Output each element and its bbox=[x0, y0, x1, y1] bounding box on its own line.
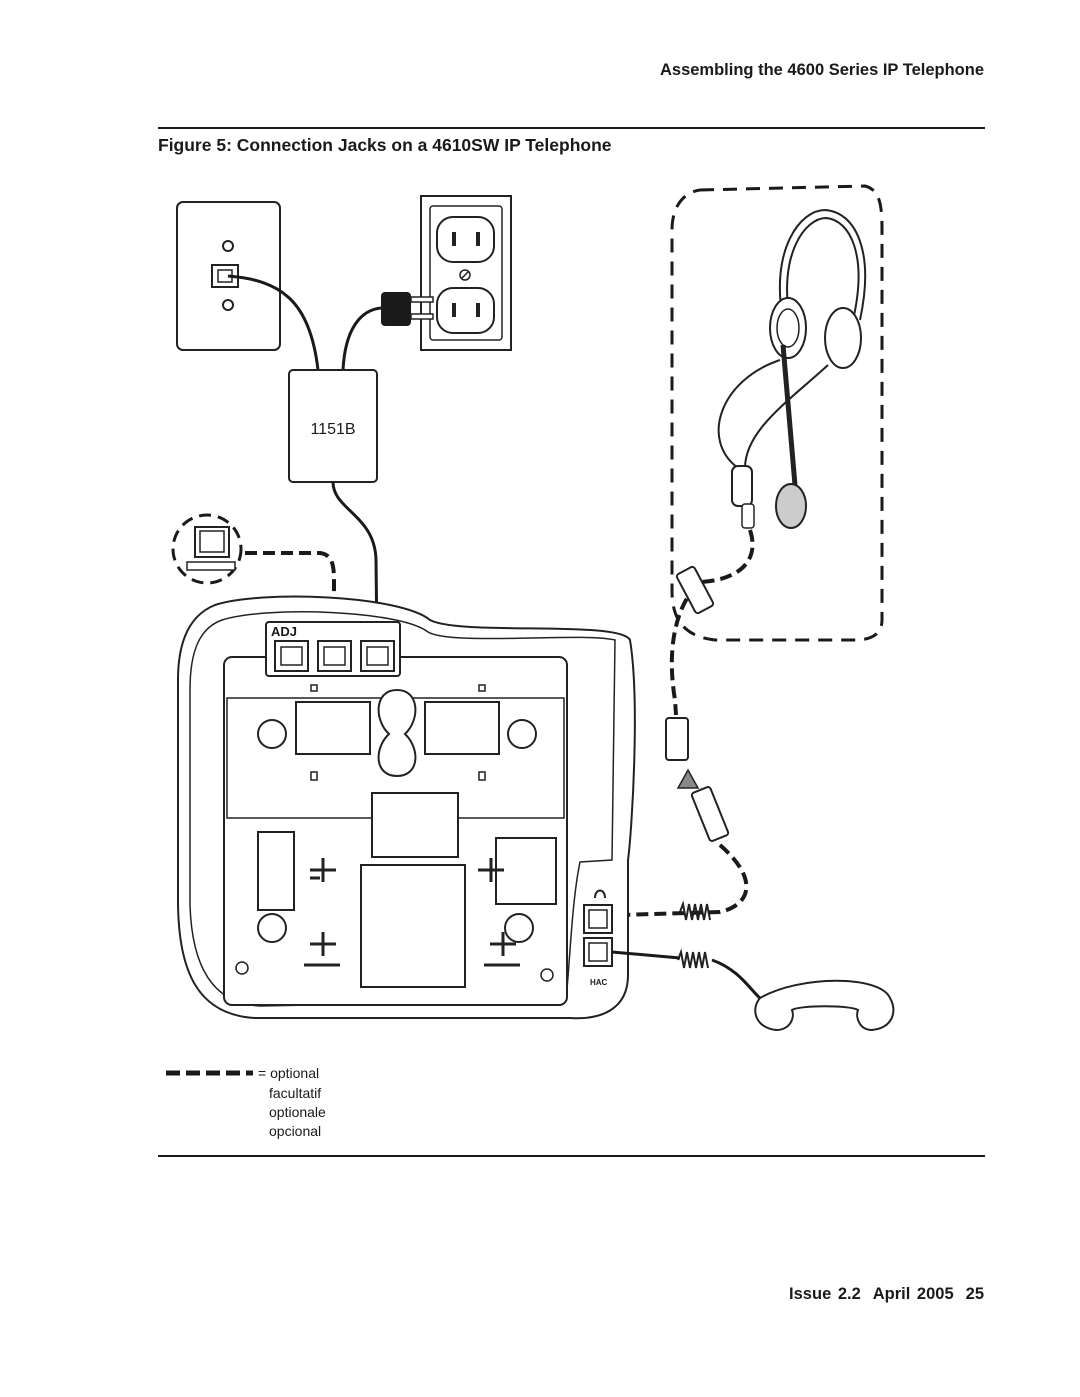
adapter-label: 1151B bbox=[310, 421, 355, 438]
figure-caption: Figure 5: Connection Jacks on a 4610SW I… bbox=[158, 135, 612, 155]
footer-date: April 2005 bbox=[872, 1285, 954, 1303]
power-cable bbox=[341, 306, 382, 371]
power-plug bbox=[381, 292, 434, 326]
adapter-1151b: 1151B bbox=[288, 369, 378, 483]
legend-line-3: optionale bbox=[269, 1104, 326, 1120]
header-rule bbox=[158, 127, 985, 129]
adj-label: ADJ bbox=[271, 624, 297, 639]
hac-label: HAC bbox=[590, 978, 608, 987]
handset-coil bbox=[677, 948, 709, 969]
side-jacks: HAC bbox=[583, 889, 613, 987]
headset-cable-optional bbox=[669, 529, 755, 716]
footer-issue: Issue 2.2 bbox=[789, 1285, 861, 1303]
headset-cord-optional bbox=[619, 843, 749, 917]
legend: = optional facultatif optionale opcional bbox=[166, 1065, 326, 1139]
page-number: 25 bbox=[965, 1285, 984, 1303]
computer-icon bbox=[171, 513, 243, 585]
handset-icon bbox=[754, 979, 895, 1032]
handset-cord bbox=[611, 950, 681, 960]
headset-optional-area bbox=[670, 184, 884, 642]
headset-connector-icon bbox=[665, 565, 730, 842]
phone-line-cable bbox=[227, 274, 320, 371]
legend-line-1: = optional bbox=[258, 1065, 319, 1081]
adapter-to-phone-cable bbox=[331, 481, 379, 646]
legend-line-4: opcional bbox=[269, 1123, 321, 1139]
headset-coil bbox=[679, 900, 711, 921]
legend-line-2: facultatif bbox=[269, 1085, 321, 1101]
telephone-base bbox=[177, 595, 636, 1020]
footer-rule bbox=[158, 1155, 985, 1157]
power-outlet bbox=[420, 195, 512, 351]
computer-cable-optional bbox=[245, 551, 337, 645]
page-footer: Issue 2.2 April 2005 25 bbox=[777, 1285, 984, 1304]
network-jacks: ADJ bbox=[265, 621, 401, 677]
headset-icon bbox=[717, 208, 867, 529]
running-header: Assembling the 4600 Series IP Telephone bbox=[659, 61, 984, 79]
